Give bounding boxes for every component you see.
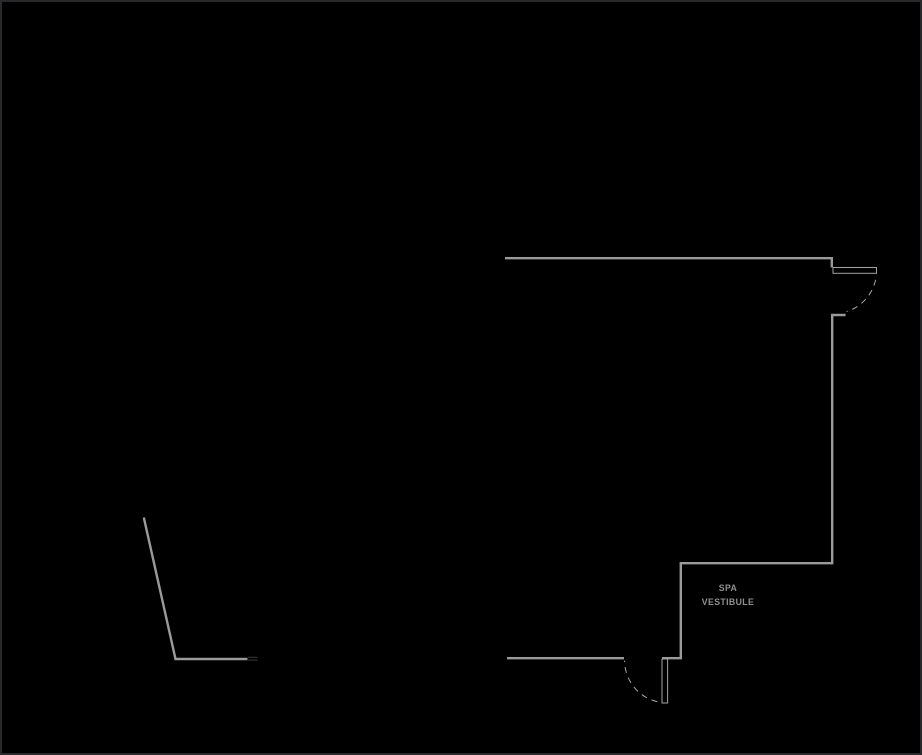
door-swing-arc-lower-door-swing <box>624 660 658 703</box>
door-swing-arc-upper-door-swing <box>846 279 877 313</box>
wall-segment-top-wall <box>505 257 833 268</box>
door-leaf-upper-door-leaf <box>832 267 877 274</box>
room-label-spa-vestibule: SPA VESTIBULE <box>672 582 784 610</box>
wall-segment-right-and-vestibule-wall <box>662 313 846 660</box>
door-leaf-lower-door-leaf <box>661 658 669 704</box>
room-label-line-2: VESTIBULE <box>701 597 755 608</box>
room-label-line-1: SPA <box>718 583 738 594</box>
wall-segment-diagonal-wall <box>142 517 248 661</box>
